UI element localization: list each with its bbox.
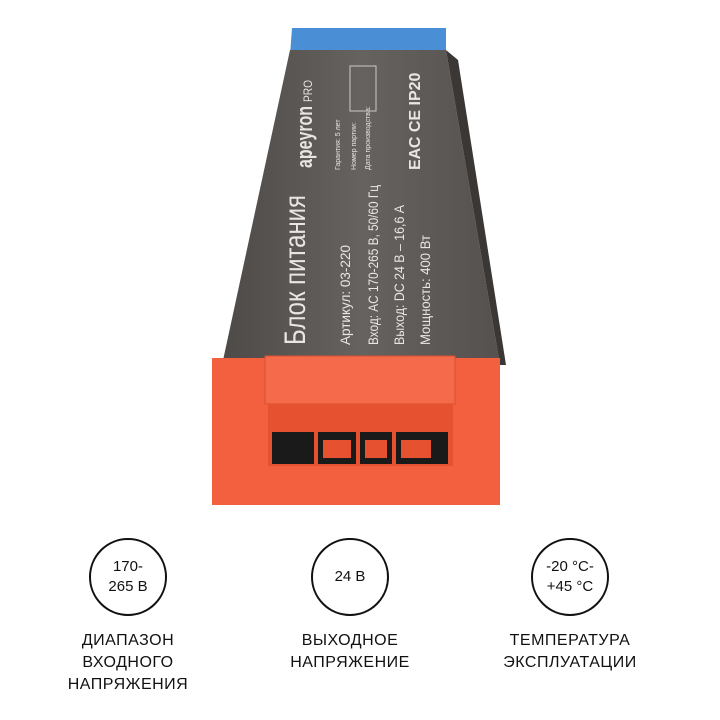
feature-label: ТЕМПЕРАТУРА ЭКСПЛУАТАЦИИ [503,632,637,671]
info-line: Дата производства: [365,106,372,170]
feature-value-badge: 170- 265 В [89,538,167,616]
feature-label: ДИАПАЗОН ВХОДНОГО НАПРЯЖЕНИЯ [67,632,189,693]
terminal-cover [264,355,456,405]
feature-output-voltage: 24 В ВЫХОДНОЕ НАПРЯЖЕНИЕ [240,538,460,674]
brand-logo: apeyron [292,106,317,168]
feature-label: ВЫХОДНОЕ НАПРЯЖЕНИЕ [290,632,410,671]
certification-marks: ЕАС CE IP20 [407,72,424,170]
feature-input-voltage: 170- 265 В ДИАПАЗОН ВХОДНОГО НАПРЯЖЕНИЯ [18,538,238,696]
brand-suffix: PRO [301,80,315,102]
feature-value-badge: -20 °C- +45 °C [531,538,609,616]
spec-line: Артикул: 03-220 [337,245,353,345]
info-line: Номер партии: [351,122,358,170]
device-side [446,50,506,365]
spec-line: Мощность: 400 Вт [417,234,433,345]
info-line: Гарантия: 5 лет [335,119,342,170]
device-body [222,50,500,365]
feature-value-badge: 24 В [311,538,389,616]
product-title: Блок питания [279,195,312,345]
power-supply-image: Блок питания Артикул: 03-220 Вход: AC 17… [212,28,506,505]
spec-line: Выход: DC 24 В – 16,6 А [391,204,407,345]
feature-temperature: -20 °C- +45 °C ТЕМПЕРАТУРА ЭКСПЛУАТАЦИИ [460,538,680,674]
label-text: Блок питания Артикул: 03-220 Вход: AC 17… [279,65,433,345]
blue-end-cap [290,28,446,55]
spec-line: Вход: AC 170-265 В, 50/60 Гц [365,185,381,345]
